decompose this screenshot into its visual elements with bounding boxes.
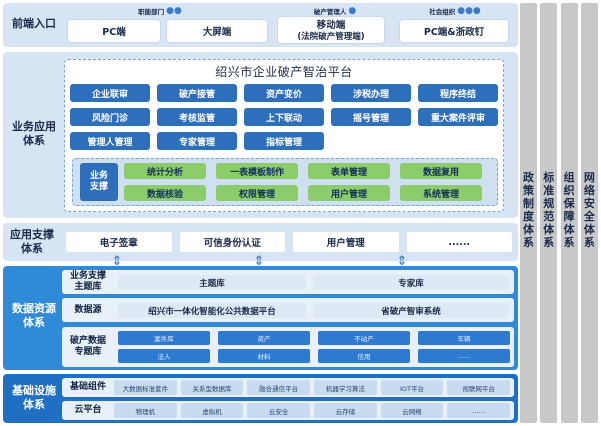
infra-item[interactable]: 关系型数据库	[180, 380, 244, 395]
support-module[interactable]: 系统管理	[400, 185, 482, 201]
business-module[interactable]: 风险门诊	[70, 108, 150, 126]
business-label: 业务应用 体系	[12, 120, 56, 147]
side-column: 网络安全体系	[580, 3, 598, 423]
business-modules: 企业联审破产接管资产变价涉税办理程序终结风险门诊考核监管上下联动摇号管理重大案件…	[70, 84, 500, 156]
infra-item[interactable]: IOT平台	[380, 380, 444, 395]
infra-cloud: 物理机虚拟机云安全云存储云网络......	[114, 403, 510, 418]
infra-row-2-label: 云平台	[74, 405, 102, 415]
infra-item[interactable]: 大数据标准套件	[114, 380, 177, 395]
arrow-updown-icon: ⇕	[396, 253, 408, 269]
side-column-label: 标准规范体系	[543, 171, 555, 249]
user-icon: ●	[348, 6, 357, 16]
infra-item[interactable]: 融合通信平台	[247, 380, 310, 395]
topic-item[interactable]: 车辆	[418, 331, 510, 345]
business-module[interactable]: 专家管理	[157, 132, 237, 150]
infra-item[interactable]: 云存储	[314, 403, 377, 418]
frontend-pc-zzd-box[interactable]: PC端&浙政钉	[400, 20, 508, 42]
data-row-3-label: 破产数据 专题库	[69, 336, 106, 357]
infra-item[interactable]: 物理机	[114, 403, 177, 418]
topic-item[interactable]: 法人	[118, 349, 210, 363]
support-module[interactable]: 权限管理	[216, 185, 298, 201]
business-module[interactable]: 指标管理	[244, 132, 324, 150]
infra-row-1-label: 基础组件	[69, 382, 106, 392]
arrow-updown-icon: ⇕	[253, 253, 265, 269]
infra-item[interactable]: 虚拟机	[180, 403, 244, 418]
app-support-item[interactable]: 用户管理	[293, 232, 399, 252]
business-module[interactable]: 管理人管理	[70, 132, 150, 150]
business-module[interactable]: 上下联动	[244, 108, 324, 126]
business-module[interactable]: 重大案件评审	[418, 108, 498, 126]
topic-item[interactable]: 材料	[218, 349, 310, 363]
frontend-mobile-box[interactable]: 移动端 (法院破产管理端)	[278, 17, 384, 43]
side-column: 组织保障体系	[560, 3, 578, 423]
arrow-updown-icon: ⇕	[111, 253, 123, 269]
topic-item[interactable]: ......	[418, 349, 510, 363]
platform-title: 绍兴市企业破产智治平台	[215, 64, 353, 79]
infra-item[interactable]: 云安全	[247, 403, 310, 418]
side-column: 标准规范体系	[540, 3, 558, 423]
user-group-icon: ●●	[166, 6, 182, 16]
support-modules: 统计分析一表模板制作表单管理数据复用数据核验权限管理用户管理系统管理	[124, 163, 494, 201]
infra-item[interactable]: ......	[447, 403, 510, 418]
data-row-2-label: 数据源	[74, 304, 102, 315]
support-module[interactable]: 表单管理	[308, 163, 390, 179]
frontend-group-1-title: 职能部门 ●●	[138, 6, 182, 16]
topic-item[interactable]: 案件库	[118, 331, 210, 345]
support-module[interactable]: 统计分析	[124, 163, 206, 179]
business-module[interactable]: 考核监管	[157, 108, 237, 126]
side-column-label: 组织保障体系	[563, 171, 575, 249]
business-module[interactable]: 摇号管理	[331, 108, 411, 126]
business-module[interactable]: 资产变价	[244, 84, 324, 102]
frontend-group-4-title: 社会组织 ●●●	[429, 6, 481, 16]
frontend-pc-box[interactable]: PC端	[68, 20, 160, 42]
business-module[interactable]: 企业联审	[70, 84, 150, 102]
data-resource-label: 数据资源 体系	[12, 302, 56, 329]
data-expert-lib[interactable]: 专家库	[313, 275, 509, 290]
infra-label: 基础设施 体系	[12, 384, 56, 411]
app-support-label: 应用支撑 体系	[10, 228, 54, 255]
business-module[interactable]: 涉税办理	[331, 84, 411, 102]
support-module[interactable]: 用户管理	[308, 185, 390, 201]
support-module[interactable]: 数据核验	[124, 185, 206, 201]
business-module[interactable]: 破产接管	[157, 84, 237, 102]
side-columns: 政策制度体系标准规范体系组织保障体系网络安全体系	[520, 3, 598, 423]
app-support-items: 电子签章可信身份认证用户管理......	[66, 232, 512, 252]
data-theme-lib[interactable]: 主题库	[118, 275, 306, 290]
data-topic-items: 案件库资产不动产车辆法人材料信用......	[118, 331, 510, 364]
support-module[interactable]: 数据复用	[400, 163, 482, 179]
side-column-label: 政策制度体系	[523, 171, 534, 249]
app-support-item[interactable]: ......	[406, 232, 512, 252]
topic-item[interactable]: 资产	[218, 331, 310, 345]
user-group-icon: ●●●	[457, 6, 481, 16]
data-row-1-label: 业务支撑 主题库	[69, 271, 106, 292]
infra-item[interactable]: 视联网平台	[447, 380, 510, 395]
frontend-group-3-title: 破产管理人 ●	[313, 6, 357, 16]
frontend-label: 前端入口	[12, 17, 56, 30]
infra-item[interactable]: 云网络	[380, 403, 444, 418]
topic-item[interactable]: 信用	[318, 349, 410, 363]
app-support-item[interactable]: 可信身份认证	[179, 232, 285, 252]
frontend-bigscreen-box[interactable]: 大屏端	[167, 20, 267, 42]
side-column: 政策制度体系	[520, 3, 537, 423]
app-support-item[interactable]: 电子签章	[66, 232, 172, 252]
infra-item[interactable]: 机器学习算法	[314, 380, 377, 395]
side-column-label: 网络安全体系	[583, 171, 595, 249]
data-smart-review[interactable]: 省破产智审系统	[313, 303, 509, 318]
support-module[interactable]: 一表模板制作	[216, 163, 298, 179]
business-module[interactable]: 程序终结	[418, 84, 498, 102]
support-label: 业务 支撑	[80, 163, 118, 201]
topic-item[interactable]: 不动产	[318, 331, 410, 345]
data-public-platform[interactable]: 绍兴市一体化智能化公共数据平台	[118, 303, 306, 318]
